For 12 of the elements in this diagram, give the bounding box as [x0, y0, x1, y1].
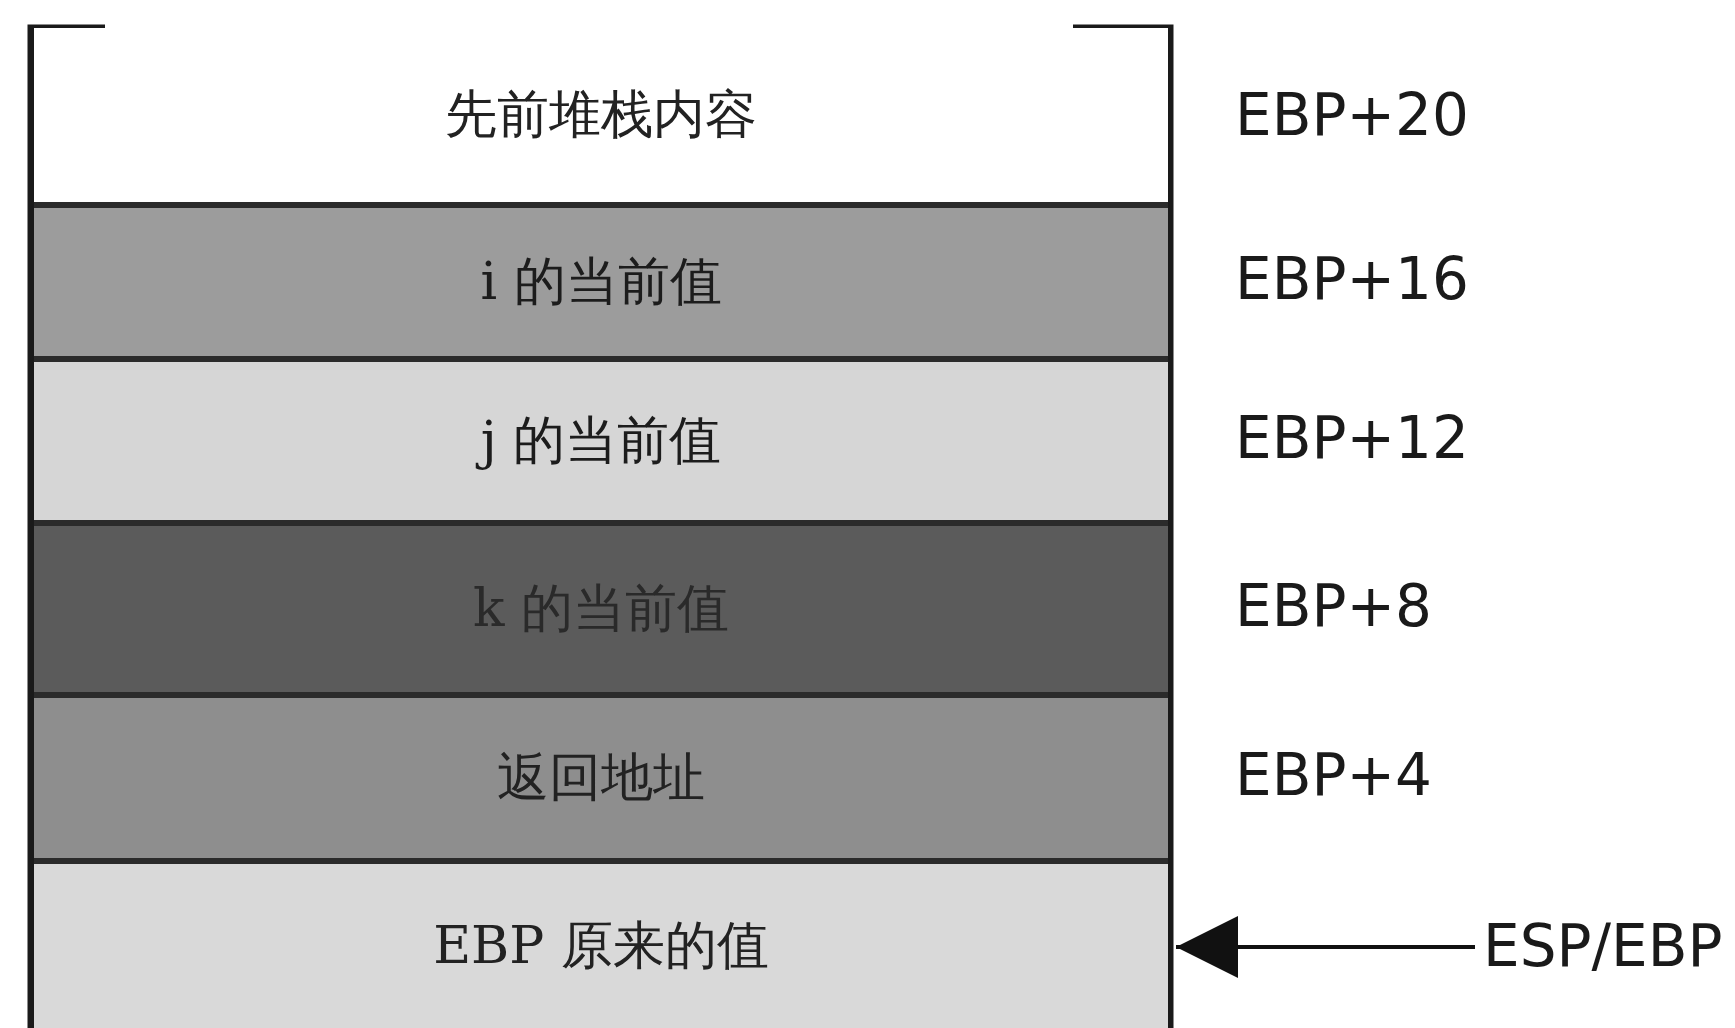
- offset-label: EBP+16: [1235, 245, 1469, 313]
- stack-cell: 返回地址: [34, 692, 1168, 858]
- stack-cell: EBP 原来的值: [34, 858, 1168, 1028]
- offset-label: EBP+4: [1235, 741, 1432, 809]
- offset-label: EBP+20: [1235, 81, 1469, 149]
- stack-cell: j 的当前值: [34, 356, 1168, 520]
- pointer-label: ESP/EBP: [1483, 912, 1723, 980]
- stack-cell: i 的当前值: [34, 202, 1168, 356]
- arrow: [1176, 916, 1475, 978]
- offset-label: EBP+12: [1235, 404, 1469, 472]
- stack-cell: 先前堆栈内容: [34, 28, 1168, 202]
- offset-label: EBP+8: [1235, 572, 1432, 640]
